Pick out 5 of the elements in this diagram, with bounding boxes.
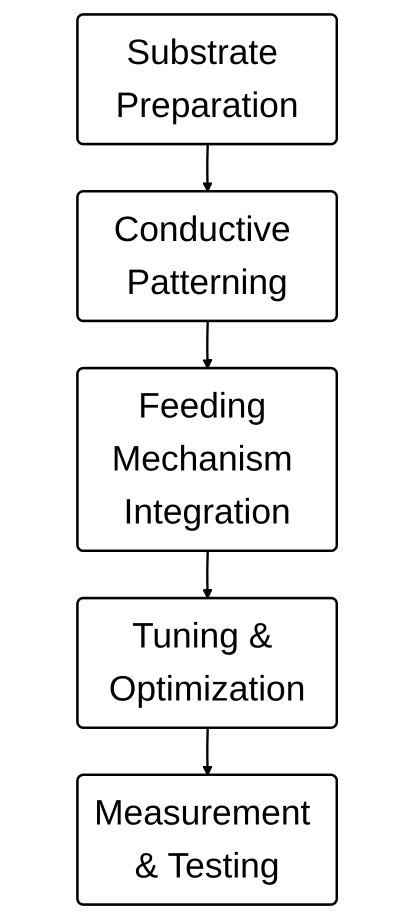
flowchart: Substrate Preparation Conductive Patterning Feeding Mechanism Integration Tuning & Optimization Measurement & Testing xyxy=(68,5,347,914)
arrow xyxy=(202,551,214,600)
arrow xyxy=(202,144,214,192)
arrow xyxy=(202,322,214,370)
arrow xyxy=(202,728,214,776)
